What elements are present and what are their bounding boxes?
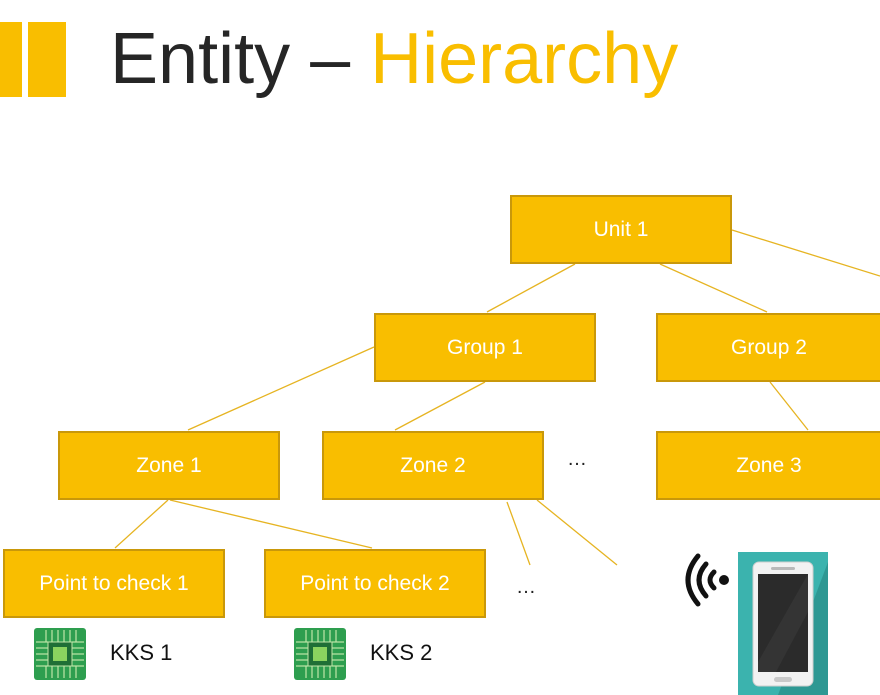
page-title: Entity – Hierarchy (110, 14, 678, 104)
wireless-signal-icon (685, 553, 729, 607)
node-zone-1: Zone 1 (58, 431, 280, 500)
connector-zone2-more-b (536, 499, 618, 566)
connector-unit1-offscreen (731, 229, 880, 277)
smartphone-icon (738, 552, 828, 695)
title-accent-bar-left (0, 22, 22, 97)
node-group-2: Group 2 (656, 313, 880, 382)
node-group-1: Group 1 (374, 313, 596, 382)
connector-zone1-point2 (169, 499, 373, 549)
node-unit-1: Unit 1 (510, 195, 732, 264)
kks-label-2: KKS 2 (370, 640, 433, 665)
circuit-chip-icon (34, 628, 86, 680)
connector-unit1-group1 (486, 263, 576, 313)
ellipsis-more-zones: … (567, 448, 587, 470)
title-entity: Entity – (110, 19, 371, 99)
kks-label-1: KKS 1 (110, 640, 173, 665)
circuit-chip-icon (294, 628, 346, 680)
title-accent-bar-right (28, 22, 66, 97)
connector-group2-zone3 (769, 381, 809, 431)
ellipsis-more-points: … (516, 576, 536, 598)
node-point-to-check-2: Point to check 2 (264, 549, 486, 618)
node-point-to-check-1: Point to check 1 (3, 549, 225, 618)
connector-unit1-group2 (659, 263, 768, 313)
node-zone-2: Zone 2 (322, 431, 544, 500)
connector-group1-zone1 (187, 346, 375, 431)
connector-group1-zone2 (394, 381, 486, 431)
node-zone-3: Zone 3 (656, 431, 880, 500)
connector-zone1-point1 (114, 499, 169, 549)
title-hierarchy: Hierarchy (370, 19, 679, 99)
connector-zone2-more-a (506, 501, 531, 566)
